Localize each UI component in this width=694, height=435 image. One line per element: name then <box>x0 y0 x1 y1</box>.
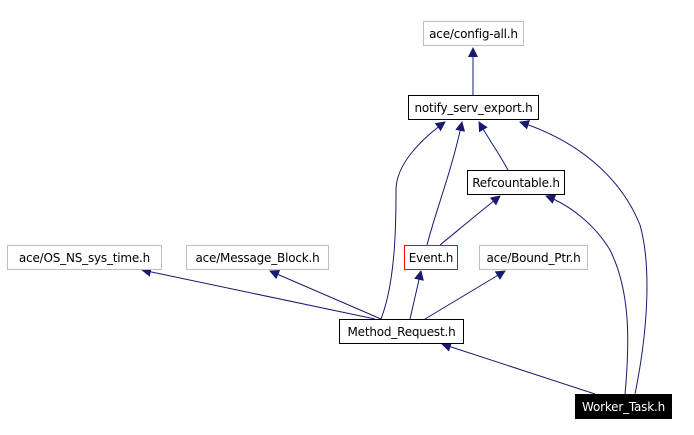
node-os-ns-sys-time[interactable]: ace/OS_NS_sys_time.h <box>7 245 162 270</box>
node-label: ace/Bound_Ptr.h <box>486 250 581 265</box>
node-label: ace/Message_Block.h <box>195 250 320 265</box>
edge-method-request-to-bound-ptr <box>424 270 506 320</box>
edge-method-request-to-notify-serv-export <box>380 121 446 320</box>
edge-worker-task-to-notify-serv-export <box>519 120 648 395</box>
node-bound-ptr[interactable]: ace/Bound_Ptr.h <box>479 245 588 270</box>
edge-method-request-to-message-block <box>269 269 382 320</box>
node-label: Method_Request.h <box>347 324 456 339</box>
node-message-block[interactable]: ace/Message_Block.h <box>186 245 329 270</box>
edge-method-request-to-event <box>409 270 424 320</box>
node-worker-task[interactable]: Worker_Task.h <box>575 394 672 419</box>
node-label: ace/config-all.h <box>429 26 518 41</box>
node-notify-serv-export[interactable]: notify_serv_export.h <box>408 95 539 120</box>
node-config-all[interactable]: ace/config-all.h <box>423 21 524 46</box>
edges-layer <box>141 47 648 395</box>
node-event[interactable]: Event.h <box>404 245 458 270</box>
edge-event-to-refcountable <box>439 195 501 246</box>
edge-worker-task-to-refcountable <box>545 194 629 395</box>
edge-refcountable-to-notify-serv-export <box>478 121 509 171</box>
node-label: Worker_Task.h <box>582 399 665 414</box>
edge-event-to-notify-serv-export <box>426 121 466 246</box>
node-method-request[interactable]: Method_Request.h <box>339 319 464 344</box>
node-refcountable[interactable]: Refcountable.h <box>467 170 565 195</box>
edge-method-request-to-os-ns-sys-time <box>141 266 376 320</box>
node-label: Refcountable.h <box>472 175 560 190</box>
node-label: Event.h <box>408 250 454 265</box>
node-label: notify_serv_export.h <box>414 100 533 115</box>
node-label: ace/OS_NS_sys_time.h <box>18 250 151 265</box>
edge-worker-task-to-method-request <box>441 342 596 395</box>
